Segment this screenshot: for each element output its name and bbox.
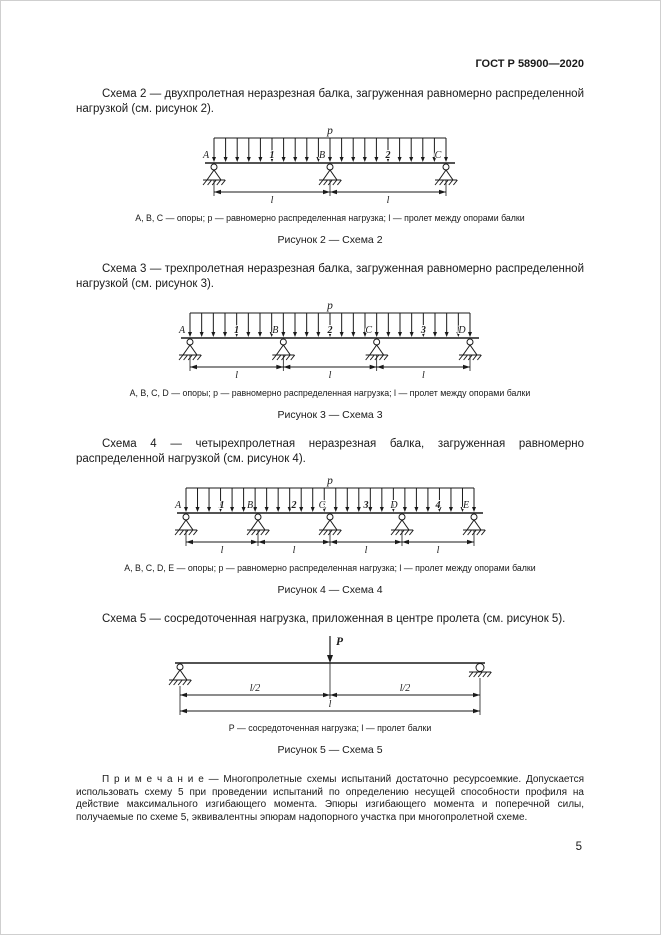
support-pin <box>168 663 192 686</box>
support-labels: A B C D E <box>173 499 470 512</box>
svg-text:A: A <box>178 325 186 336</box>
svg-text:C: C <box>435 150 442 161</box>
svg-text:3: 3 <box>420 325 426 336</box>
svg-text:l: l <box>329 699 332 710</box>
paragraph-scheme-2: Схема 2 — двухпролетная неразрезная балк… <box>76 88 584 115</box>
svg-text:l/2: l/2 <box>400 683 411 694</box>
svg-text:D: D <box>457 325 466 336</box>
figure-5-legend: Р — сосредоточенная нагрузка; l — пролет… <box>228 723 432 733</box>
svg-text:E: E <box>462 500 469 511</box>
figure-4-beam-diagram: pA B C D E 1 2 3 4 l l l l <box>173 474 486 557</box>
paragraph-scheme-3: Схема 3 — трехпролетная неразрезная балк… <box>76 263 584 290</box>
figure-5-caption: Рисунок 5 — Схема 5 <box>277 744 383 756</box>
support-labels: A B C D <box>177 324 467 337</box>
svg-text:l: l <box>387 195 390 206</box>
svg-text:l: l <box>221 545 224 556</box>
concentrated-load: P <box>327 635 345 663</box>
svg-text:A: A <box>202 150 210 161</box>
span-numbers: 1 2 3 4 <box>219 499 442 512</box>
paragraph-scheme-5: Схема 5 — сосредоточенная нагрузка, прил… <box>102 613 566 625</box>
svg-text:2: 2 <box>291 500 297 511</box>
svg-text:B: B <box>247 500 253 511</box>
svg-text:p: p <box>326 475 333 487</box>
dimension-lines: l/2 l/2 l <box>179 663 481 715</box>
svg-text:1: 1 <box>270 150 275 161</box>
svg-text:1: 1 <box>220 500 225 511</box>
paragraph-scheme-4: Схема 4 — четырехпролетная неразрезная б… <box>76 438 584 465</box>
page-number: 5 <box>575 841 582 853</box>
distributed-load: p <box>212 124 448 162</box>
svg-text:p: p <box>326 300 333 312</box>
figure-3-beam-diagram: pA B C D 1 2 3 l l l <box>177 299 482 382</box>
span-numbers: 1 2 3 <box>233 324 427 337</box>
note-paragraph: П р и м е ч а н и е — Многопролетные схе… <box>76 774 584 823</box>
figure-2-legend: А, В, С — опоры; р — равномерно распреде… <box>135 213 525 223</box>
svg-text:B: B <box>319 150 325 161</box>
svg-text:B: B <box>272 325 278 336</box>
svg-text:2: 2 <box>327 325 333 336</box>
distributed-load: p <box>184 474 476 512</box>
figure-4-legend: А, В, С, D, Е — опоры; р — равномерно ра… <box>124 563 536 573</box>
svg-text:2: 2 <box>385 150 391 161</box>
svg-text:1: 1 <box>234 325 239 336</box>
figure-2-caption: Рисунок 2 — Схема 2 <box>277 234 383 246</box>
support-labels: A B C <box>201 149 443 162</box>
svg-text:l: l <box>437 545 440 556</box>
support-roller <box>468 663 492 678</box>
svg-text:l: l <box>365 545 368 556</box>
svg-text:4: 4 <box>435 500 441 511</box>
doc-number: ГОСТ Р 58900—2020 <box>475 58 584 70</box>
svg-text:P: P <box>336 636 344 648</box>
svg-text:C: C <box>365 325 372 336</box>
figure-5-beam-diagram: Pl/2 l/2 l <box>168 635 492 715</box>
svg-text:A: A <box>174 500 182 511</box>
distributed-load: p <box>188 299 472 337</box>
svg-text:p: p <box>326 125 333 137</box>
svg-text:3: 3 <box>363 500 369 511</box>
svg-text:l/2: l/2 <box>250 683 261 694</box>
svg-text:l: l <box>293 545 296 556</box>
svg-text:l: l <box>422 370 425 381</box>
svg-text:l: l <box>235 370 238 381</box>
figure-3-legend: А, В, С, D — опоры; р — равномерно распр… <box>129 388 531 398</box>
svg-text:C: C <box>319 500 326 511</box>
svg-text:l: l <box>271 195 274 206</box>
svg-text:l: l <box>329 370 332 381</box>
figure-3-caption: Рисунок 3 — Схема 3 <box>277 409 383 421</box>
svg-text:D: D <box>389 500 398 511</box>
figure-4-caption: Рисунок 4 — Схема 4 <box>277 584 383 596</box>
